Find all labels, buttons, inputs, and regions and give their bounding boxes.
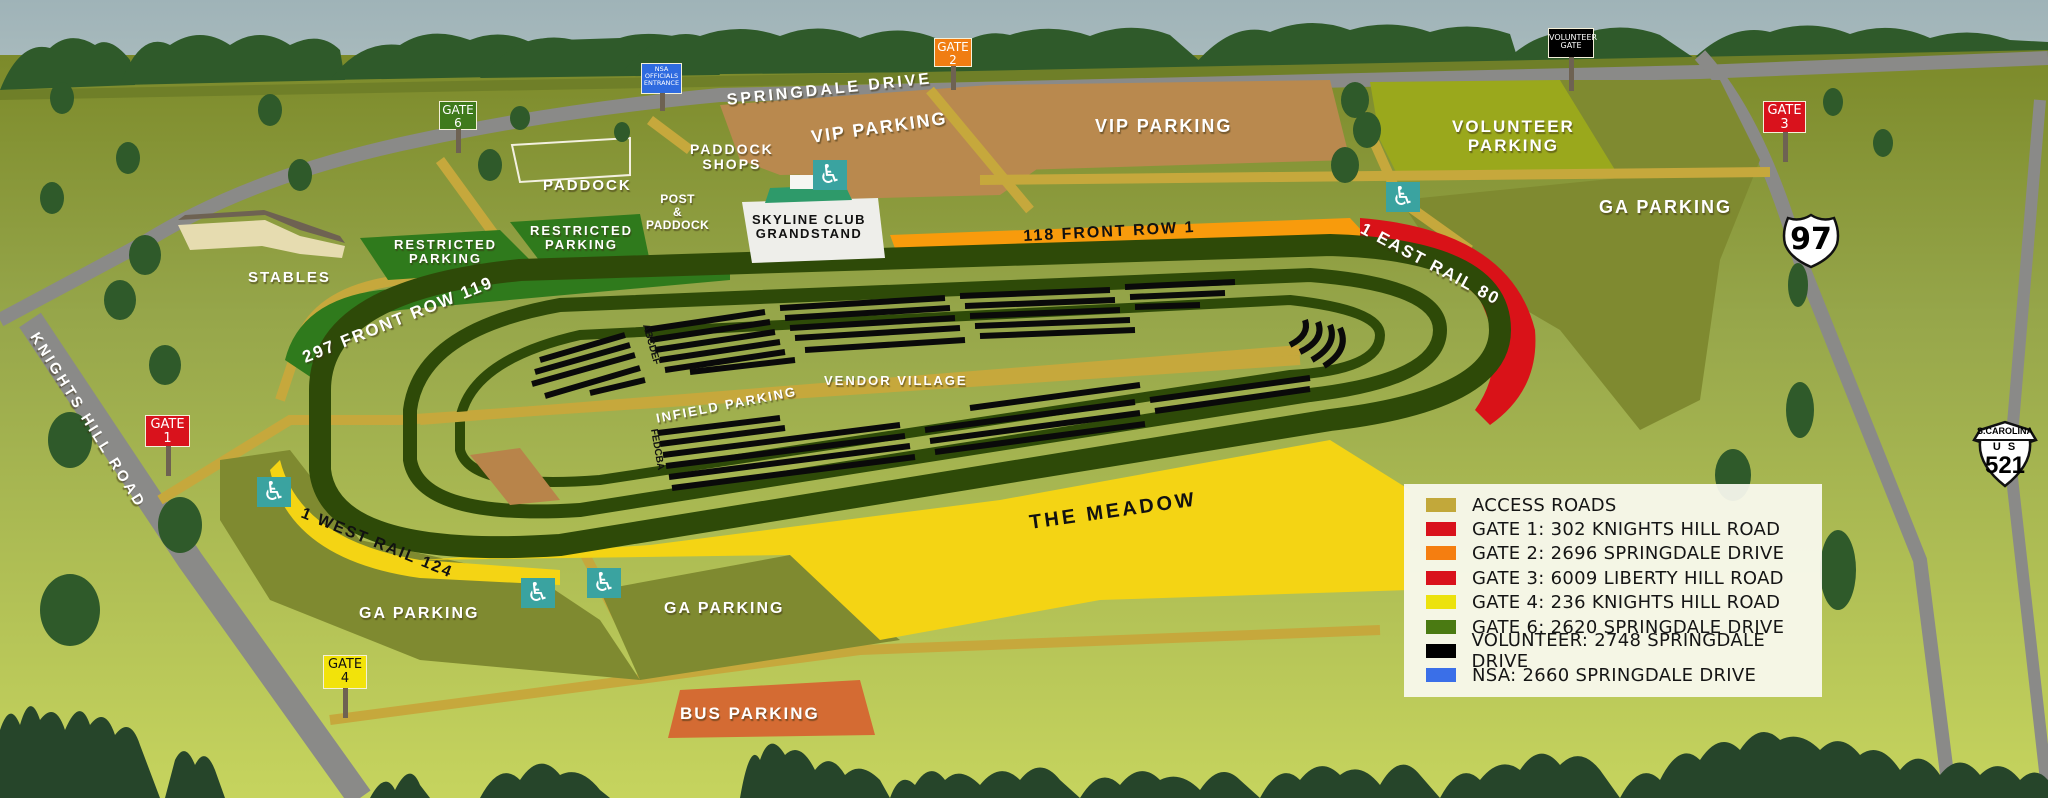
- paddock-shops-label: PADDOCK SHOPS: [690, 141, 774, 173]
- legend-swatch: [1426, 522, 1456, 536]
- accessible-parking-icon[interactable]: ♿: [813, 160, 847, 190]
- restricted-parking-label: RESTRICTED PARKING: [530, 223, 634, 253]
- ga-parking-east-label: GA PARKING: [1599, 197, 1733, 217]
- volunteer-parking-label: VOLUNTEER PARKING: [1452, 117, 1575, 155]
- accessible-parking-icon[interactable]: ♿: [257, 477, 291, 507]
- legend-item-volunteer: VOLUNTEER: 2748 SPRINGDALE DRIVE: [1426, 630, 1822, 672]
- ga-parking-s-label: GA PARKING: [664, 600, 785, 617]
- legend-item-gate-3: GATE 3: 6009 LIBERTY HILL ROAD: [1426, 567, 1784, 589]
- legend-swatch: [1426, 595, 1456, 609]
- map-legend: ACCESS ROADS GATE 1: 302 KNIGHTS HILL RO…: [1404, 484, 1822, 697]
- gate-3-sign[interactable]: GATE 3: [1763, 101, 1806, 162]
- volunteer-gate-sign[interactable]: VOLUNTEER GATE: [1548, 28, 1597, 91]
- paddock-label: PADDOCK: [543, 177, 632, 194]
- legend-swatch: [1426, 668, 1456, 682]
- legend-item-gate-2: GATE 2: 2696 SPRINGDALE DRIVE: [1426, 542, 1784, 564]
- bus-parking-label: BUS PARKING: [680, 704, 820, 723]
- vendor-village-label: VENDOR VILLAGE: [824, 373, 968, 388]
- ga-parking-sw-label: GA PARKING: [359, 605, 480, 622]
- vip-parking-label: VIP PARKING: [1095, 116, 1233, 136]
- accessible-parking-icon[interactable]: ♿: [1386, 182, 1420, 212]
- stables-label: STABLES: [248, 269, 331, 286]
- legend-swatch: [1426, 546, 1456, 560]
- skyline-club-grandstand-label: SKYLINE CLUB GRANDSTAND: [752, 212, 867, 242]
- legend-item-gate-1: GATE 1: 302 KNIGHTS HILL ROAD: [1426, 518, 1780, 540]
- accessible-parking-icon[interactable]: ♿: [521, 578, 555, 608]
- treeline-bottom: [0, 706, 2048, 798]
- gate-4-sign[interactable]: GATE 4: [323, 655, 367, 718]
- post-paddock-label: POST & PADDOCK: [646, 192, 710, 233]
- legend-item-gate-6: GATE 6: 2620 SPRINGDALE DRIVE: [1426, 616, 1784, 638]
- nsa-officials-entrance-sign[interactable]: NSA OFFICIALS ENTRANCE: [641, 63, 682, 111]
- legend-swatch: [1426, 571, 1456, 585]
- gate-1-sign[interactable]: GATE 1: [145, 415, 190, 476]
- gate-6-sign[interactable]: GATE 6: [439, 101, 477, 153]
- legend-item-access-roads: ACCESS ROADS: [1426, 494, 1617, 516]
- highway-shield-icon: [1972, 420, 2038, 488]
- legend-item-nsa: NSA: 2660 SPRINGDALE DRIVE: [1426, 664, 1756, 686]
- us-97-shield: 97: [1782, 212, 1840, 270]
- restricted-parking-label: RESTRICTED PARKING: [394, 237, 498, 267]
- sc-us-521-shield: S.CAROLINA U S 521: [1970, 420, 2040, 488]
- legend-swatch: [1426, 620, 1456, 634]
- legend-swatch: [1426, 644, 1456, 658]
- highway-shield-icon: [1782, 213, 1840, 269]
- gate-2-sign[interactable]: GATE 2: [934, 38, 972, 90]
- legend-item-gate-4: GATE 4: 236 KNIGHTS HILL ROAD: [1426, 591, 1780, 613]
- accessible-parking-icon[interactable]: ♿: [587, 568, 621, 598]
- legend-swatch: [1426, 498, 1456, 512]
